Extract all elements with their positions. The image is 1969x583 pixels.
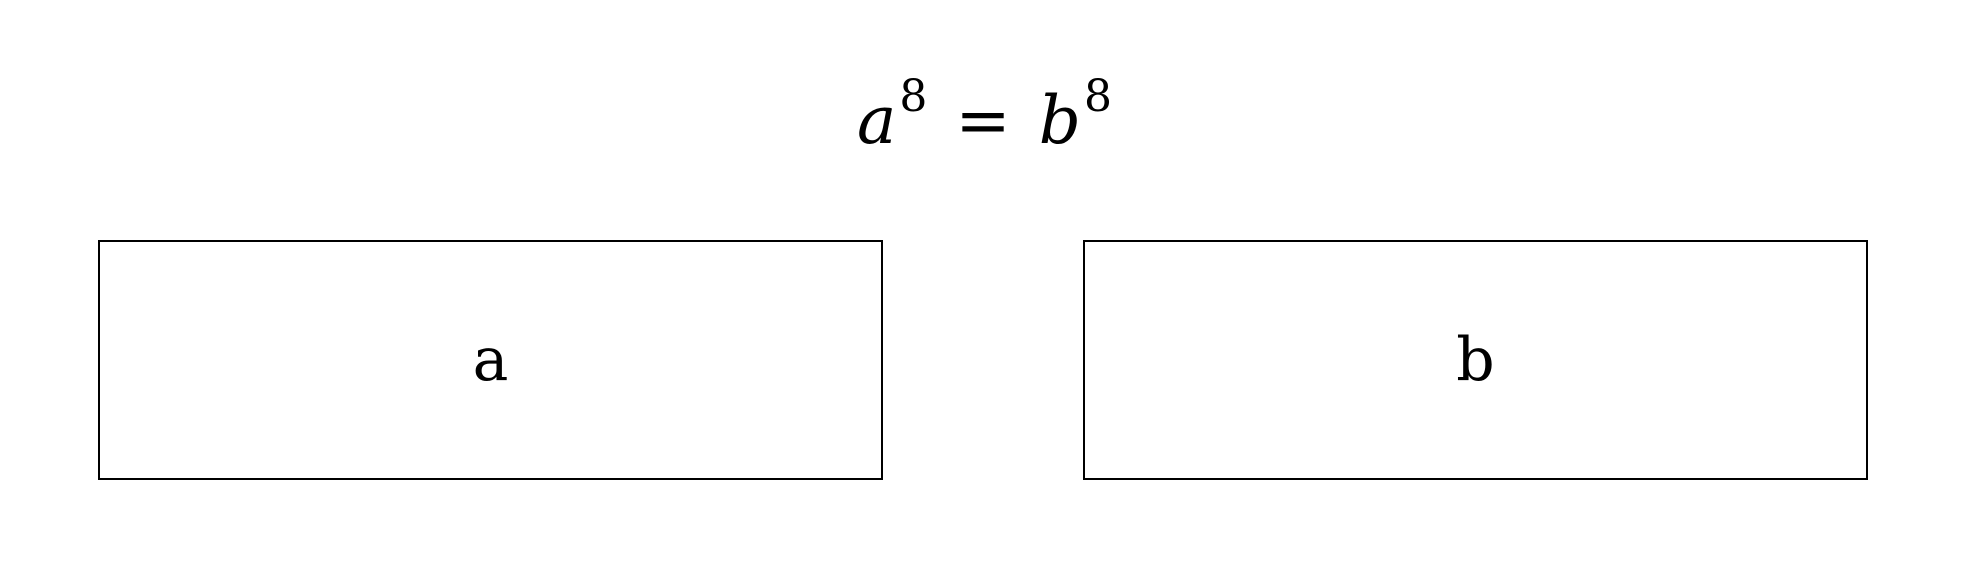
box-b: b	[1083, 240, 1868, 480]
equation-left-base: a	[857, 82, 897, 159]
equation-right-exponent: 8	[1083, 71, 1112, 122]
equation: a8=b8	[0, 75, 1969, 154]
equation-equals-sign: =	[955, 82, 1011, 159]
box-a-label: a	[472, 325, 509, 395]
box-b-label: b	[1456, 325, 1495, 395]
box-a: a	[98, 240, 883, 480]
equation-left-exponent: 8	[899, 71, 928, 122]
equation-right-base: b	[1038, 82, 1081, 159]
